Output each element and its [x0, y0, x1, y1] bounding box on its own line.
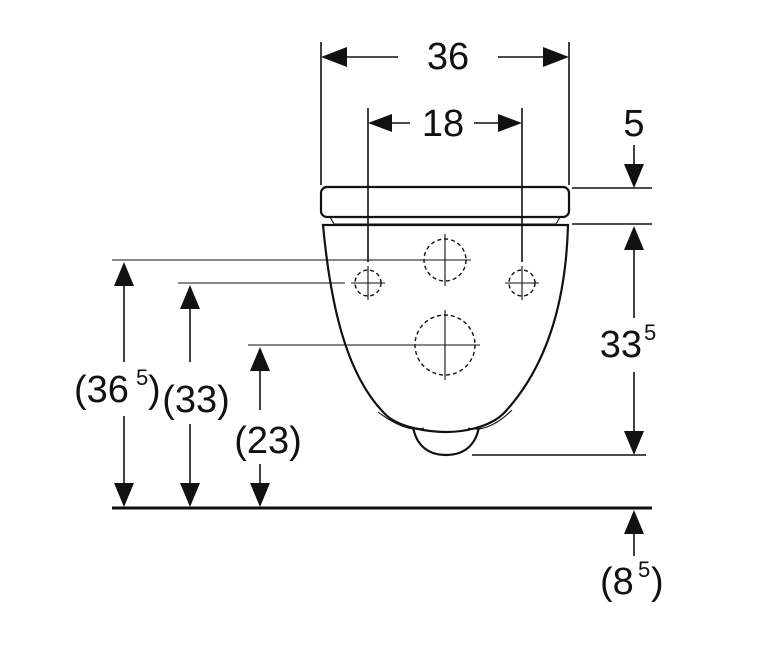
arrow-down-icon [624, 164, 644, 188]
seat-underside [329, 216, 561, 225]
fixing-distance-label: 18 [422, 103, 464, 145]
dimension-bowl-height: 33 5 [472, 226, 656, 456]
rim-height-superscript: 5 [136, 365, 148, 390]
rim-height-close: ) [148, 369, 161, 411]
fixing-height-label: (33) [162, 379, 230, 421]
arrow-up-icon [114, 262, 134, 286]
arrow-down-icon [180, 483, 200, 507]
arrow-up-icon [624, 226, 644, 250]
arrow-right-icon [498, 114, 522, 132]
crosshair-icon [351, 266, 385, 300]
crosshair-icon [505, 266, 539, 300]
outlet-height-label: (23) [234, 420, 302, 462]
floor-clearance-superscript: 5 [638, 557, 650, 582]
arrow-up-icon [250, 347, 270, 371]
dimension-seat-thickness: 5 [572, 103, 652, 225]
arrow-up-icon [624, 510, 644, 534]
arrow-left-icon [321, 47, 347, 67]
floor-clearance-label: (8 [600, 561, 634, 603]
arrow-left-icon [368, 114, 392, 132]
arrow-down-icon [624, 431, 644, 455]
arrow-down-icon [250, 483, 270, 507]
dimension-outlet-height: (23) [234, 347, 302, 507]
overall-width-label: 36 [427, 36, 469, 78]
bowl-height-superscript: 5 [644, 320, 656, 345]
arrow-down-icon [114, 483, 134, 507]
seat-thickness-label: 5 [623, 103, 644, 145]
seat-lid [319, 185, 571, 219]
dimension-fixing-distance: 18 [367, 103, 523, 262]
dimension-rim-height: (36 5 ) [74, 262, 161, 507]
dimension-fixing-height: (33) [162, 285, 230, 507]
arrow-up-icon [180, 285, 200, 309]
arrow-right-icon [543, 47, 569, 67]
crosshair-icon [410, 310, 480, 380]
rim-height-label: (36 [74, 369, 129, 411]
dimension-floor-clearance: (8 5 ) [600, 510, 664, 603]
bowl-height-label: 33 [600, 324, 642, 366]
bowl-lower-lobe [377, 409, 513, 430]
floor-clearance-close: ) [651, 561, 664, 603]
dimension-overall-width: 36 [320, 36, 570, 185]
crosshair-icon [419, 234, 471, 286]
